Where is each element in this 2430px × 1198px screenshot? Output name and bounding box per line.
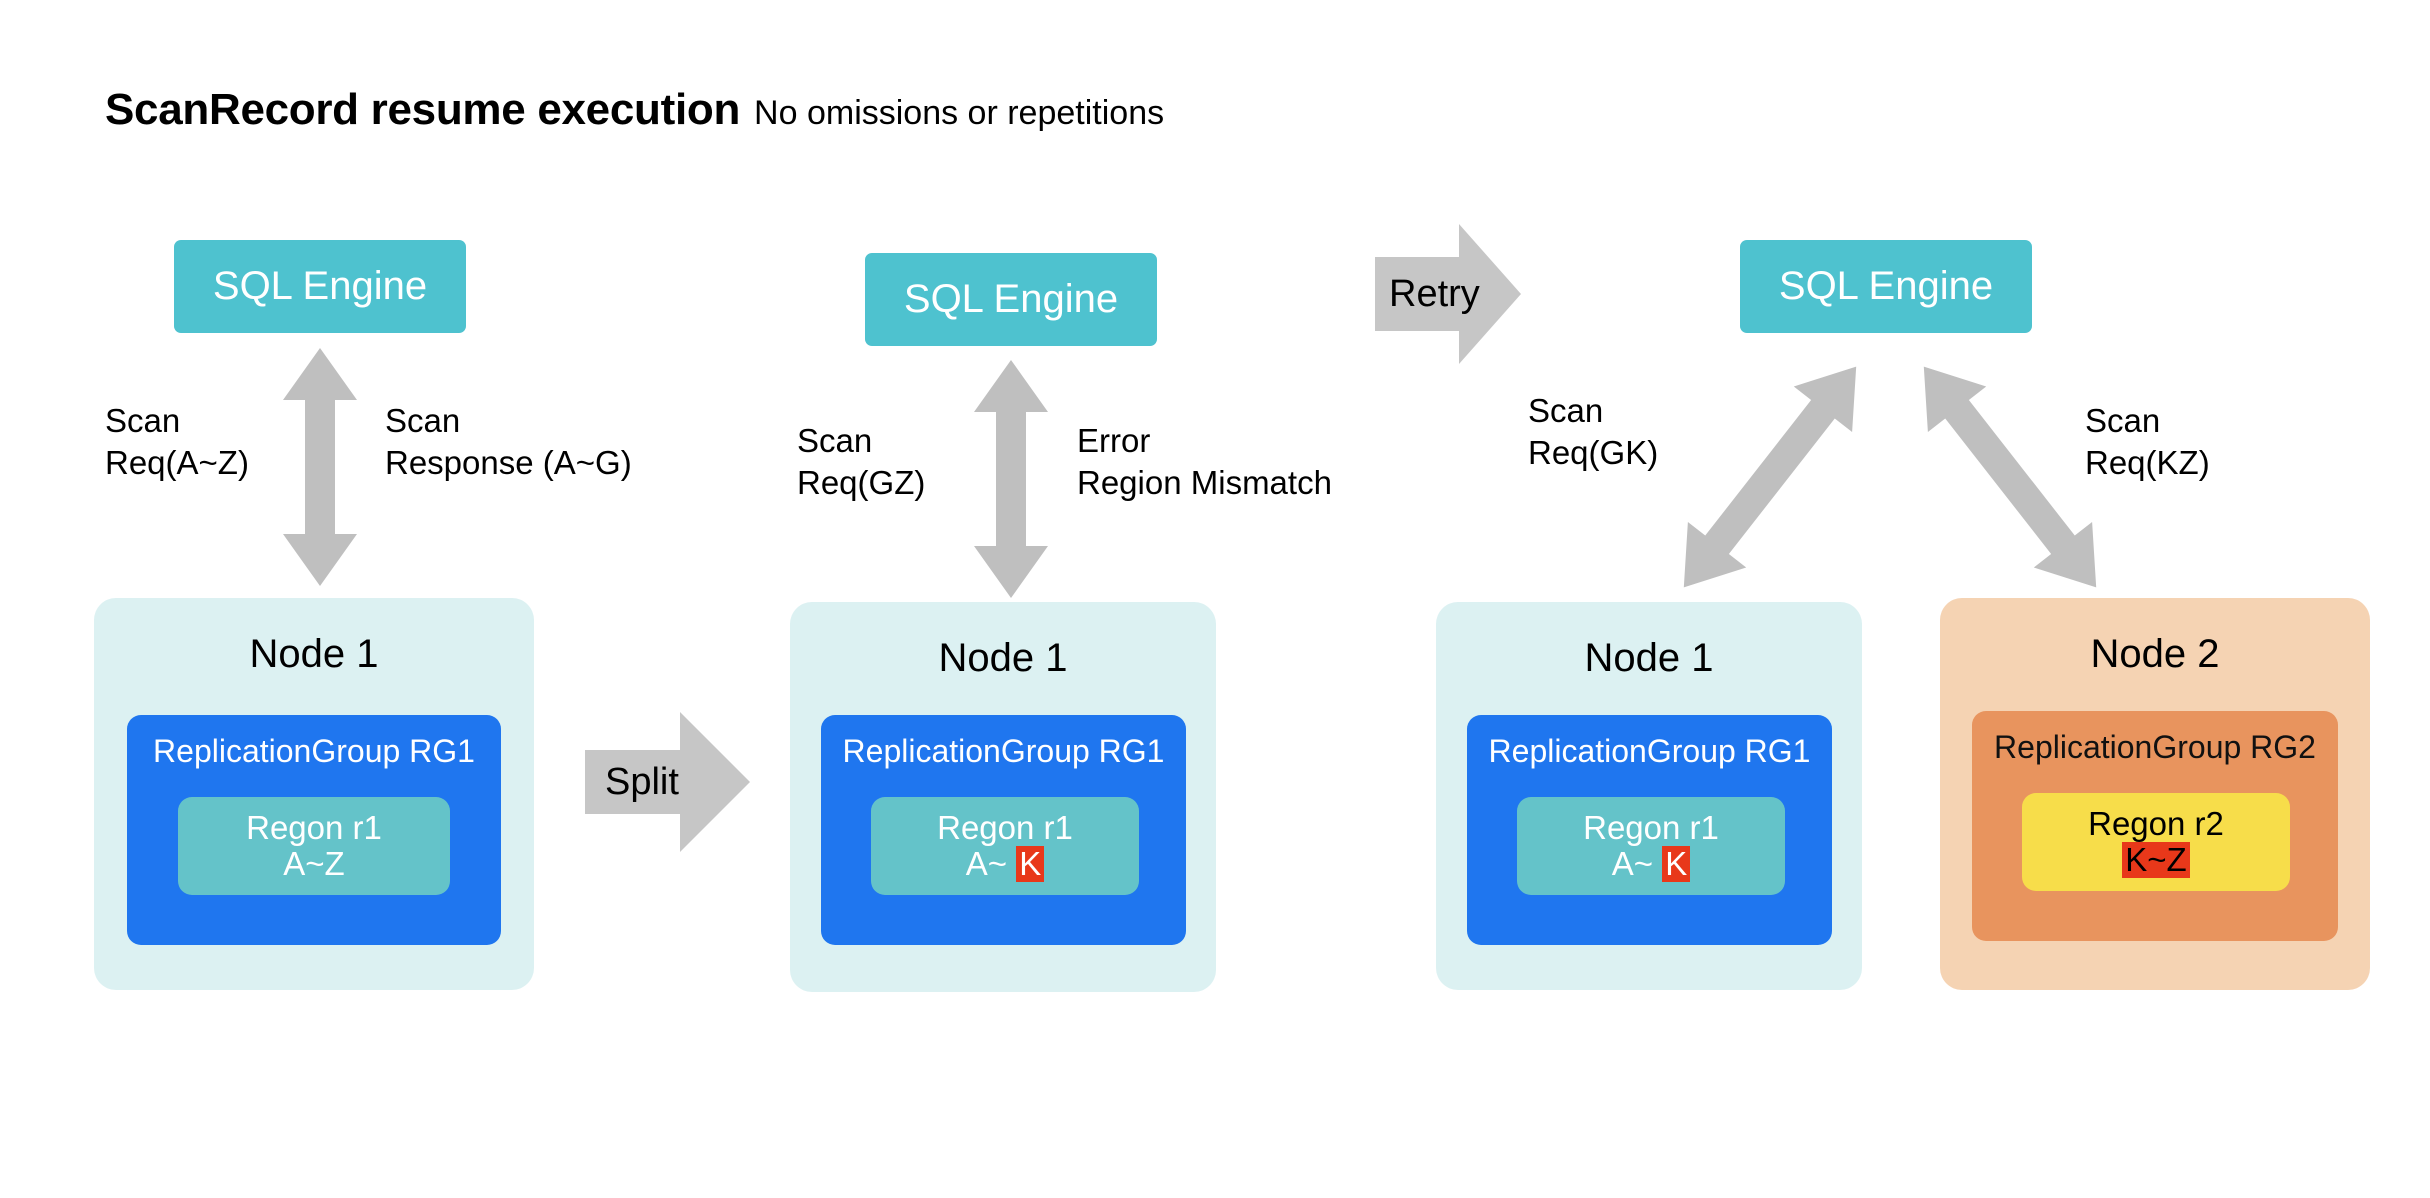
label-error-stage2: Error Region Mismatch	[1077, 422, 1332, 502]
replication-group-title-stage1: ReplicationGroup RG1	[153, 733, 475, 769]
region-box-stage2[interactable]: Regon r1 A~ K	[871, 797, 1139, 895]
sql-engine-box-stage1[interactable]: SQL Engine	[174, 240, 466, 333]
region-range-stage3-node1: A~ K	[1611, 845, 1691, 882]
title-main-text: ScanRecord resume execution	[105, 85, 741, 134]
region-name-stage3-node2: Regon r2	[2088, 805, 2224, 843]
label-scan-req-stage1: Scan Req(A~Z)	[105, 402, 249, 482]
region-range-prefix-stage1: A~Z	[283, 845, 345, 882]
region-range-stage2: A~ K	[965, 845, 1045, 882]
node-box-stage2[interactable]: Node 1 ReplicationGroup RG1 Regon r1 A~ …	[790, 602, 1216, 992]
region-box-stage1[interactable]: Regon r1 A~Z	[178, 797, 450, 895]
double-arrow-stage3-right	[1923, 366, 2097, 588]
split-transition-arrow[interactable]: Split	[585, 712, 750, 852]
replication-group-box-stage3-node1[interactable]: ReplicationGroup RG1 Regon r1 A~ K	[1467, 715, 1832, 945]
node-title-stage3-node1: Node 1	[1584, 636, 1714, 680]
region-range-prefix-stage3-node1: A~	[1611, 845, 1663, 882]
replication-group-box-stage3-node2[interactable]: ReplicationGroup RG2 Regon r2 K~Z	[1972, 711, 2338, 941]
page-title: ScanRecord resume execution No omissions…	[105, 85, 1164, 135]
replication-group-title-stage3-node1: ReplicationGroup RG1	[1488, 733, 1811, 769]
title-subtitle-text: No omissions or repetitions	[754, 94, 1165, 132]
replication-group-title-stage2: ReplicationGroup RG1	[842, 733, 1165, 769]
sql-engine-box-stage3[interactable]: SQL Engine	[1740, 240, 2032, 333]
split-label: Split	[605, 760, 679, 803]
region-range-prefix-stage2: A~	[965, 845, 1017, 882]
double-arrow-stage3-left	[1683, 366, 1857, 588]
region-split-key-stage3-node2: K~Z	[2122, 842, 2190, 878]
node-box-stage3-node1[interactable]: Node 1 ReplicationGroup RG1 Regon r1 A~ …	[1436, 602, 1862, 990]
region-range-stage3-node2: K~Z	[2122, 842, 2190, 878]
region-name-stage3-node1: Regon r1	[1583, 809, 1719, 847]
region-split-key-stage2: K	[1016, 846, 1045, 882]
label-scan-req-stage2: Scan Req(GZ)	[797, 422, 926, 502]
double-arrow-stage1	[283, 348, 357, 586]
label-scan-response-stage1: Scan Response (A~G)	[385, 402, 632, 482]
region-split-key-stage3-node1: K	[1662, 846, 1691, 882]
label-scan-req-gk-stage3: Scan Req(GK)	[1528, 392, 1659, 472]
region-name-stage1: Regon r1	[246, 809, 382, 847]
replication-group-box-stage2[interactable]: ReplicationGroup RG1 Regon r1 A~ K	[821, 715, 1186, 945]
retry-transition-arrow[interactable]: Retry	[1375, 224, 1521, 364]
double-arrow-stage2	[974, 360, 1048, 598]
replication-group-box-stage1[interactable]: ReplicationGroup RG1 Regon r1 A~Z	[127, 715, 501, 945]
label-scan-req-kz-stage3: Scan Req(KZ)	[2085, 402, 2210, 482]
node-box-stage1[interactable]: Node 1 ReplicationGroup RG1 Regon r1 A~Z	[94, 598, 534, 990]
region-name-stage2: Regon r1	[937, 809, 1073, 847]
node-title-stage1: Node 1	[249, 632, 379, 676]
region-box-stage3-node1[interactable]: Regon r1 A~ K	[1517, 797, 1785, 895]
retry-label: Retry	[1389, 272, 1480, 315]
node-title-stage2: Node 1	[938, 636, 1068, 680]
region-box-stage3-node2[interactable]: Regon r2 K~Z	[2022, 793, 2290, 891]
node-box-stage3-node2[interactable]: Node 2 ReplicationGroup RG2 Regon r2 K~Z	[1940, 598, 2370, 990]
sql-engine-box-stage2[interactable]: SQL Engine	[865, 253, 1157, 346]
replication-group-title-stage3-node2: ReplicationGroup RG2	[1994, 729, 2316, 765]
region-range-stage1: A~Z	[283, 846, 344, 882]
node-title-stage3-node2: Node 2	[2090, 632, 2220, 676]
